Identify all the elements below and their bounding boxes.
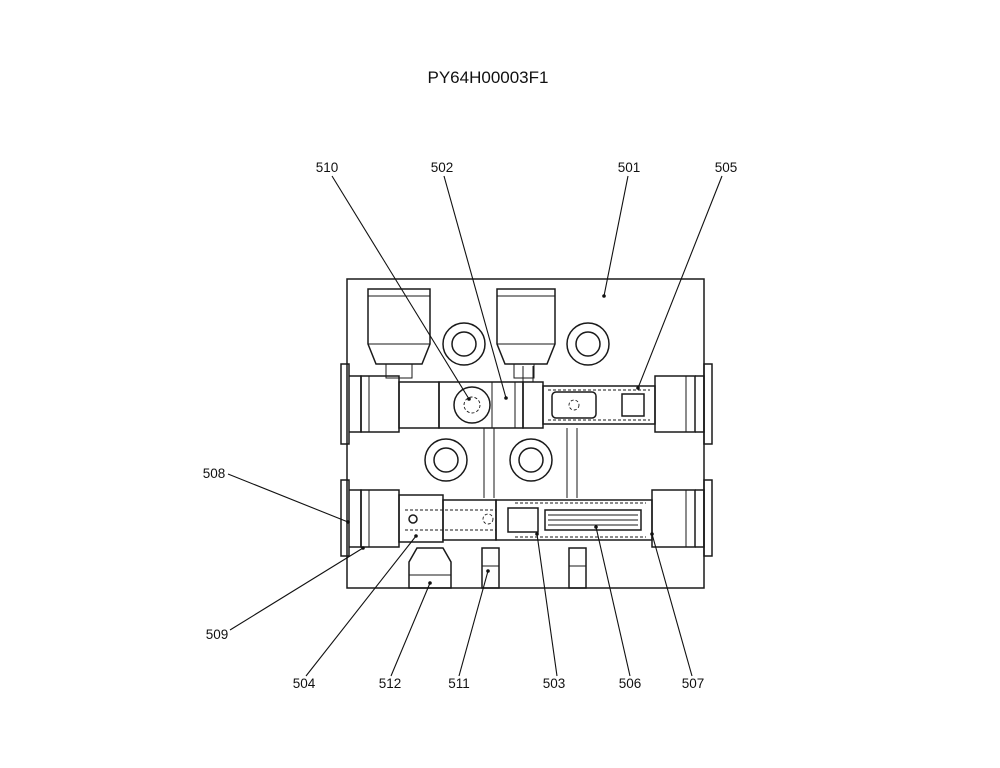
bottom-plug-right [568, 547, 587, 589]
upper-spool-502 [398, 381, 524, 429]
callout-510: 510 [316, 160, 339, 175]
port-circle-top-right [566, 322, 610, 366]
callout-501: 501 [618, 160, 641, 175]
callout-509: 509 [206, 627, 229, 642]
bottom-plug-511 [481, 547, 500, 589]
callout-505: 505 [715, 160, 738, 175]
top-plug-left [367, 288, 431, 379]
callout-511: 511 [448, 676, 470, 691]
upper-left-end-plug [340, 363, 400, 445]
callout-506: 506 [619, 676, 642, 691]
leader-dots [346, 294, 654, 585]
leader-lines [227, 175, 723, 677]
callout-512: 512 [379, 676, 402, 691]
upper-spool-505 [522, 381, 656, 429]
callout-508: 508 [203, 466, 226, 481]
drawing-code: PY64H00003F1 [428, 68, 549, 87]
lower-spool-503-506 [495, 499, 653, 541]
callout-503: 503 [543, 676, 566, 691]
bottom-plug-512 [408, 547, 452, 589]
upper-right-end-plug [654, 363, 713, 445]
port-circle-top-left [442, 322, 486, 366]
callout-504: 504 [293, 676, 316, 691]
callout-502: 502 [431, 160, 454, 175]
port-circle-mid-left [424, 438, 468, 482]
vertical-passages [483, 366, 578, 498]
port-circle-mid-right [509, 438, 553, 482]
callout-507: 507 [682, 676, 705, 691]
lower-right-end-plug [651, 479, 713, 557]
lower-spool-504 [398, 494, 497, 543]
top-plug-center [496, 288, 556, 379]
lower-left-end-plug [340, 479, 400, 557]
